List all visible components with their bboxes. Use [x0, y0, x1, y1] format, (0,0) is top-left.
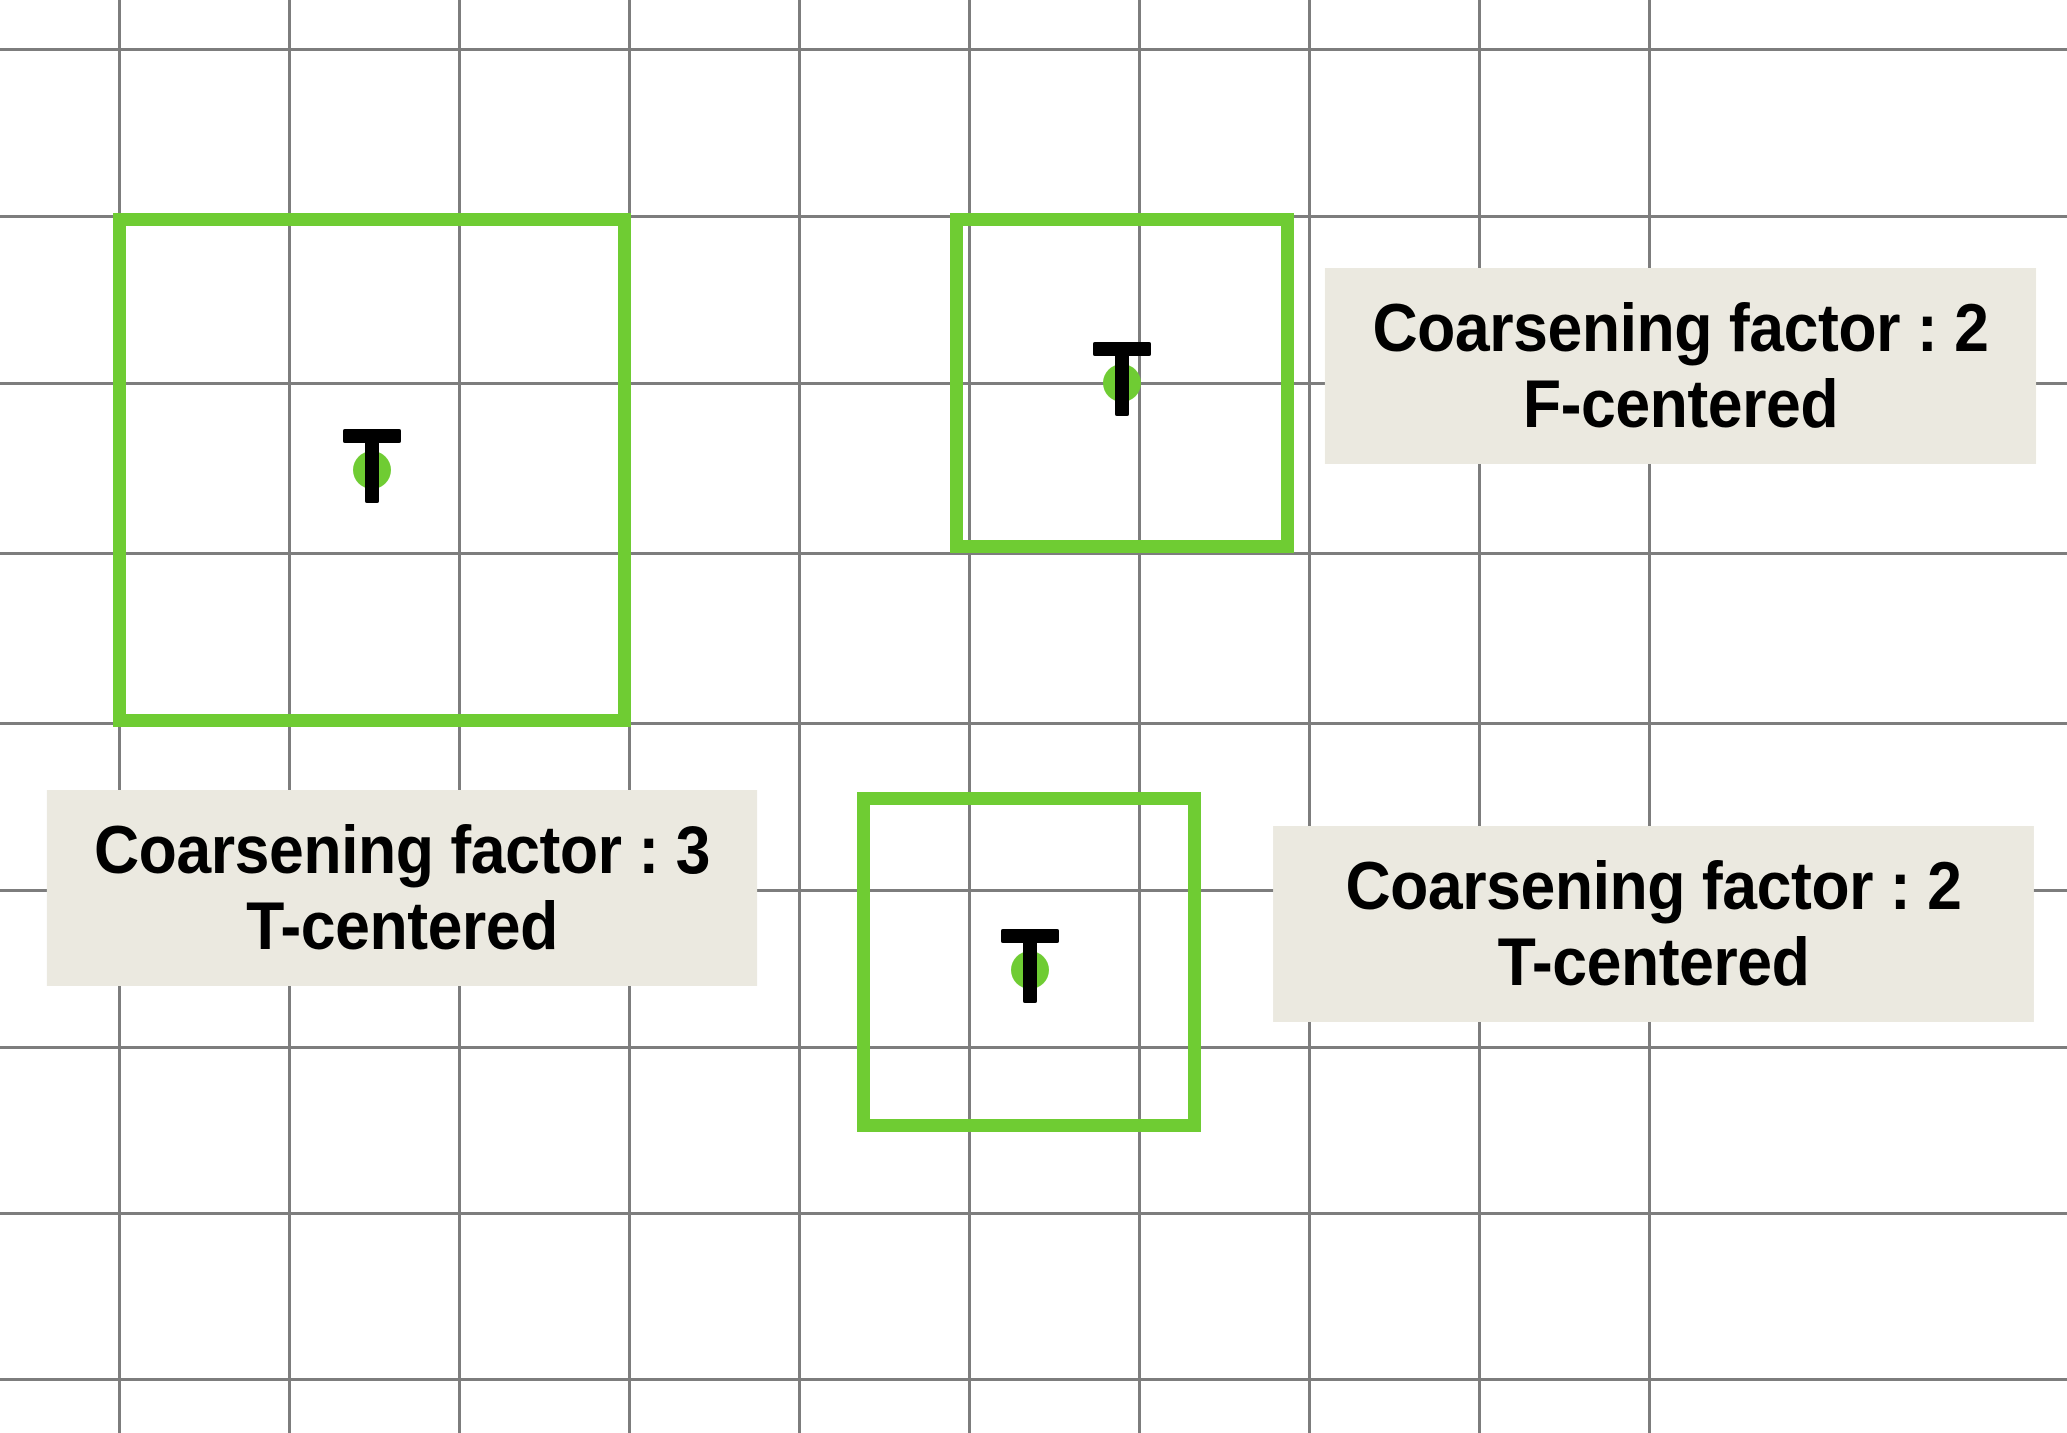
- grid-line-horizontal-0: [0, 48, 2067, 51]
- t-glyph-stem-icon: [1115, 342, 1129, 416]
- annotation-line: T-centered: [1497, 924, 1810, 1000]
- coarse-cell-outline-factor3-t-centered: [113, 213, 631, 727]
- grid-line-vertical-9: [1648, 0, 1651, 1433]
- grid-line-horizontal-2: [0, 382, 2067, 385]
- annotation-line: Coarsening factor : 2: [1372, 289, 1989, 366]
- grid-line-horizontal-3: [0, 552, 2067, 555]
- grid-line-vertical-4: [798, 0, 801, 1433]
- annotation-line: T-centered: [246, 888, 558, 964]
- grid-line-vertical-6: [1138, 0, 1141, 1433]
- grid-line-vertical-5: [968, 0, 971, 1433]
- coarse-cell-outline-factor2-f-centered: [950, 213, 1294, 553]
- t-glyph-stem-icon: [1023, 929, 1037, 1003]
- grid-line-vertical-8: [1478, 0, 1481, 1433]
- grid-line-vertical-7: [1308, 0, 1311, 1433]
- annotation-line: Coarsening factor : 3: [93, 811, 711, 888]
- t-glyph-stem-icon: [365, 429, 379, 503]
- grid-line-horizontal-5: [0, 889, 2067, 892]
- coarse-cell-outline-factor2-t-centered: [857, 792, 1201, 1132]
- grid-line-horizontal-7: [0, 1212, 2067, 1215]
- grid-line-horizontal-8: [0, 1378, 2067, 1381]
- annotation-line: F-centered: [1522, 366, 1839, 442]
- grid-line-horizontal-6: [0, 1046, 2067, 1049]
- annotation-line: Coarsening factor : 2: [1345, 847, 1962, 924]
- grid-line-horizontal-4: [0, 722, 2067, 725]
